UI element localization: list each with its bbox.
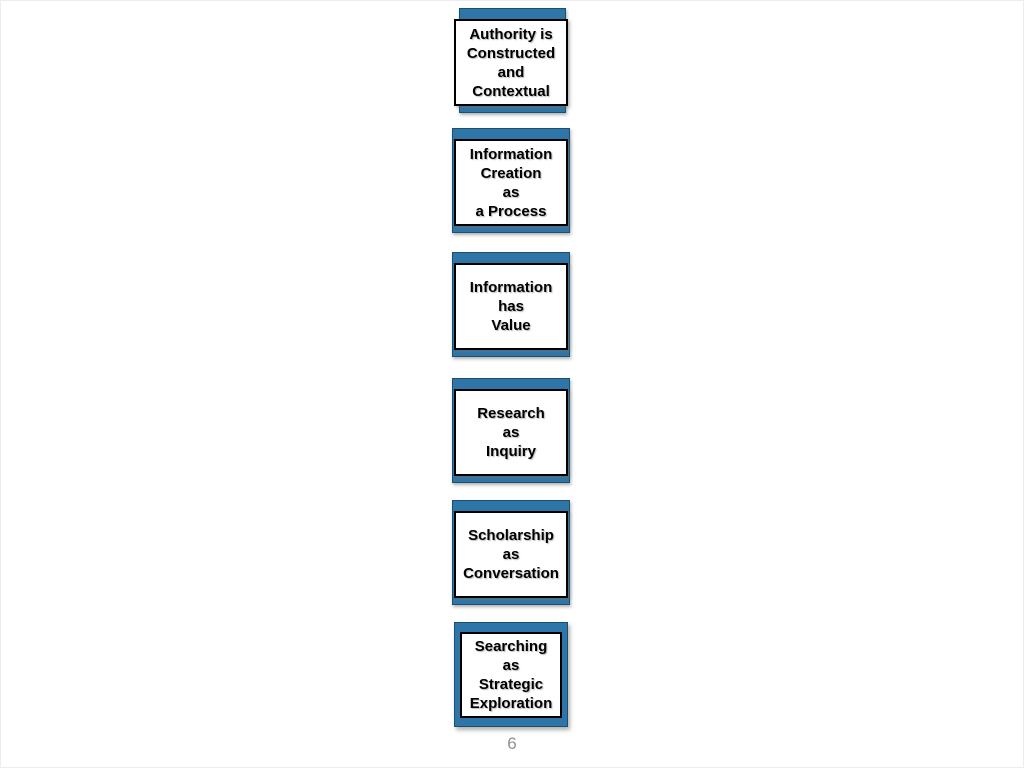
frame-box-information-creation: Information Creation as a Process — [452, 128, 570, 233]
frame-label-line: as — [502, 183, 520, 201]
frame-label-line: Inquiry — [485, 443, 536, 460]
frame-label-card: Research as Inquiry — [454, 389, 568, 476]
frame-label-line: Exploration — [469, 695, 553, 712]
frame-label-line: as — [502, 546, 520, 563]
frame-box-authority: Authority is Constructed and Contextual — [454, 8, 568, 113]
frame-box-scholarship: Scholarship as Conversation — [452, 500, 570, 605]
frame-box-searching: Searching as Strategic Exploration — [454, 622, 568, 727]
frame-label-line: as — [502, 657, 520, 674]
frame-label-card: Information has Value — [454, 263, 568, 350]
frame-label-line: Strategic — [478, 676, 544, 693]
page-number: 6 — [507, 734, 517, 753]
frame-label-card: Information Creation as a Process — [454, 139, 568, 226]
frame-label-card: Scholarship as Conversation — [454, 511, 568, 598]
frame-label-line: Information — [469, 279, 553, 296]
frame-label-line: and — [497, 63, 525, 81]
frame-label-line: Constructed — [466, 44, 556, 62]
frame-label-line: Research — [477, 405, 545, 422]
frame-label-line: Information — [469, 145, 553, 163]
frame-label-line: Contextual — [472, 82, 550, 100]
frame-label-line: Conversation — [463, 565, 559, 582]
frame-box-information-value: Information has Value — [452, 252, 570, 357]
frame-label-line: Creation — [480, 164, 542, 182]
frame-label-line: Authority is — [469, 25, 553, 43]
frame-box-research: Research as Inquiry — [452, 378, 570, 483]
frame-label-card: Searching as Strategic Exploration — [460, 632, 562, 718]
frame-label-card: Authority is Constructed and Contextual — [454, 19, 568, 106]
frame-label-line: a Process — [475, 202, 547, 220]
frame-label-line: Value — [491, 317, 531, 334]
frame-label-line: Scholarship — [468, 527, 554, 544]
frame-label-line: Searching — [474, 638, 548, 655]
frame-label-line: has — [498, 298, 524, 315]
frame-label-line: as — [502, 424, 520, 441]
